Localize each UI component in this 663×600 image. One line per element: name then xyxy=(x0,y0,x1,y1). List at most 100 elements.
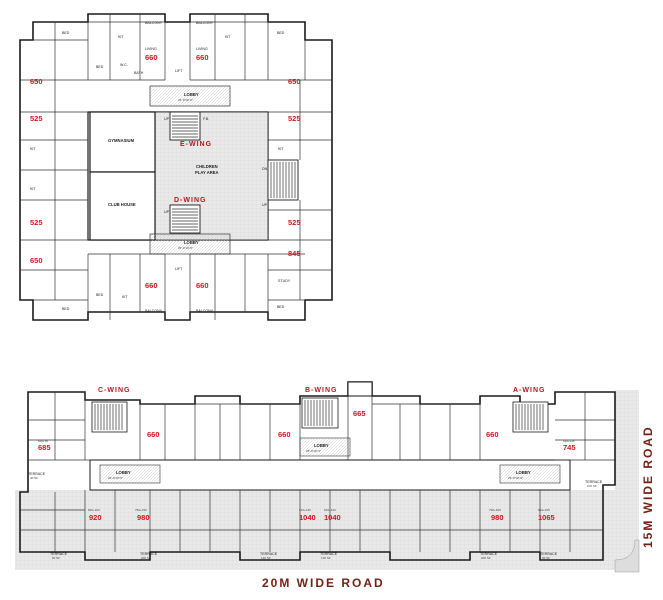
room-label: KIT xyxy=(278,147,284,151)
upper-lobby-d-label: LOBBY xyxy=(184,240,199,245)
terrace-label: TERRACE xyxy=(320,552,338,556)
unit-area-br1-prefix: 790+190 xyxy=(489,508,501,512)
terrace-label: TERRACE xyxy=(140,552,158,556)
lower-room-walls xyxy=(20,392,615,552)
room-label: BATH xyxy=(134,71,144,75)
lower-lobby-b-dim: 25'-0"x8'-5" xyxy=(306,449,321,453)
lower-lobby-c-label: LOBBY xyxy=(116,470,131,475)
room-label: BED xyxy=(62,307,70,311)
right-road-label: 15M WIDE ROAD xyxy=(641,425,655,548)
room-label: DN xyxy=(262,167,268,171)
unit-area-d-left2: 650 xyxy=(30,256,43,265)
lower-c-wing-label: C-WING xyxy=(98,387,130,394)
unit-area-bm1: 1040 xyxy=(299,513,316,522)
unit-area-d-right2: 845 xyxy=(288,249,301,258)
unit-area-c-left: 685 xyxy=(38,443,51,452)
lower-plan: C-WING B-WING A-WING LOBBY 25'-0"x8'-5" … xyxy=(15,381,640,573)
unit-area-br1: 980 xyxy=(491,513,504,522)
unit-area-bl1: 920 xyxy=(89,513,102,522)
unit-area-b-top-mid: 665 xyxy=(353,409,366,418)
room-label: UP xyxy=(262,203,268,207)
unit-area-br2-prefix: 910+155 xyxy=(538,508,550,512)
play-area-label-1: CHILDREN xyxy=(196,164,218,169)
room-label: BED xyxy=(277,31,285,35)
room-label: UP xyxy=(164,210,170,214)
road-corner xyxy=(614,539,640,573)
unit-area-d-right: 525 xyxy=(288,218,301,227)
room-label: F.B. xyxy=(203,117,209,121)
unit-area-e-left: 650 xyxy=(30,77,43,86)
room-label: KIT xyxy=(118,35,124,39)
upper-lobby-e xyxy=(149,85,231,107)
unit-area-bm2-prefix: 910+130 xyxy=(324,508,336,512)
unit-area-a-top: 660 xyxy=(486,430,499,439)
unit-area-e-right: 650 xyxy=(288,77,301,86)
upper-lift-label-bottom: LIFT xyxy=(175,267,183,271)
room-label: BED xyxy=(96,293,104,297)
lower-lobby-c xyxy=(99,464,161,484)
upper-d-wing-label: D-WING xyxy=(174,197,206,204)
room-label: BALCONY xyxy=(145,309,163,313)
unit-area-bottom-right: 660 xyxy=(196,281,209,290)
lower-stair-a xyxy=(512,401,549,433)
unit-area-a-right: 745 xyxy=(563,443,576,452)
upper-room-walls xyxy=(20,14,332,320)
lower-stair-c xyxy=(91,401,128,433)
upper-outline xyxy=(19,13,333,321)
terrace-label: TERRACE xyxy=(260,552,278,556)
lower-lobby-a-label: LOBBY xyxy=(516,470,531,475)
unit-area-bottom-left: 660 xyxy=(145,281,158,290)
terrace-label: TERRACE xyxy=(540,552,558,556)
lower-lobby-a-dim: 25'-0"x8'-5" xyxy=(508,476,523,480)
room-label: KIT xyxy=(122,295,128,299)
bottom-road-label: 20M WIDE ROAD xyxy=(262,576,385,590)
terrace-label: TERRACE xyxy=(585,480,603,484)
unit-area-top-left: 660 xyxy=(145,53,158,62)
upper-lobby-d-dim: 25'-0"x8'-5" xyxy=(178,246,193,250)
room-label: BALCONY xyxy=(145,21,163,25)
upper-lift-label-top: LIFT xyxy=(175,69,183,73)
room-label: BALCONY xyxy=(196,21,214,25)
room-label: LIVING xyxy=(196,47,208,51)
lower-lobby-c-dim: 25'-0"x8'-5" xyxy=(108,476,123,480)
unit-area-c-top: 660 xyxy=(147,430,160,439)
unit-area-c-left-prefix: 630+55 xyxy=(38,439,48,443)
terrace-label: TERRACE xyxy=(480,552,498,556)
upper-lobby-e-label: LOBBY xyxy=(184,92,199,97)
upper-plan: E-WING D-WING GYMNASIUM CLUB HOUSE CHILD… xyxy=(19,13,333,321)
room-label: LIVING xyxy=(145,47,157,51)
lower-lobby-b-label: LOBBY xyxy=(314,443,329,448)
unit-area-bm1-prefix: 910+130 xyxy=(299,508,311,512)
terrace-size: 60 SF xyxy=(542,556,550,560)
unit-area-b-top-left: 660 xyxy=(278,430,291,439)
room-label: BALCONY xyxy=(196,309,214,313)
room-label: BED xyxy=(277,305,285,309)
club-house-room xyxy=(89,171,156,241)
terrace-size: 130 SF xyxy=(261,556,271,560)
room-label: BED xyxy=(62,31,70,35)
club-house-label: CLUB HOUSE xyxy=(108,202,136,207)
unit-area-bl2: 980 xyxy=(137,513,150,522)
unit-area-a-right-prefix: 630+115 xyxy=(563,439,575,443)
lower-a-wing-label: A-WING xyxy=(513,387,545,394)
room-label: KIT xyxy=(30,187,36,191)
room-label: W.C. xyxy=(120,63,128,67)
play-area-label-2: PLAY AREA xyxy=(195,170,219,175)
terrace-size: 200 SF xyxy=(141,556,151,560)
terrace-size: 60 SF xyxy=(52,556,60,560)
upper-lobby-e-dim: 25'-0"x8'-5" xyxy=(178,98,193,102)
terrace-label: TERRACE xyxy=(28,472,46,476)
unit-area-e-left2: 525 xyxy=(30,114,43,123)
unit-area-bl1-prefix: 820+100 xyxy=(88,508,100,512)
unit-area-br2: 1065 xyxy=(538,513,555,522)
unit-area-e-right2: 525 xyxy=(288,114,301,123)
lower-stair-b xyxy=(301,397,339,429)
unit-area-bl2-prefix: 790+190 xyxy=(135,508,147,512)
lower-court xyxy=(89,459,571,491)
lower-lobby-a xyxy=(499,464,561,484)
gymnasium-label: GYMNASIUM xyxy=(108,138,135,143)
terrace-size: 100 SF xyxy=(587,484,597,488)
b-wing-tower xyxy=(347,381,373,397)
